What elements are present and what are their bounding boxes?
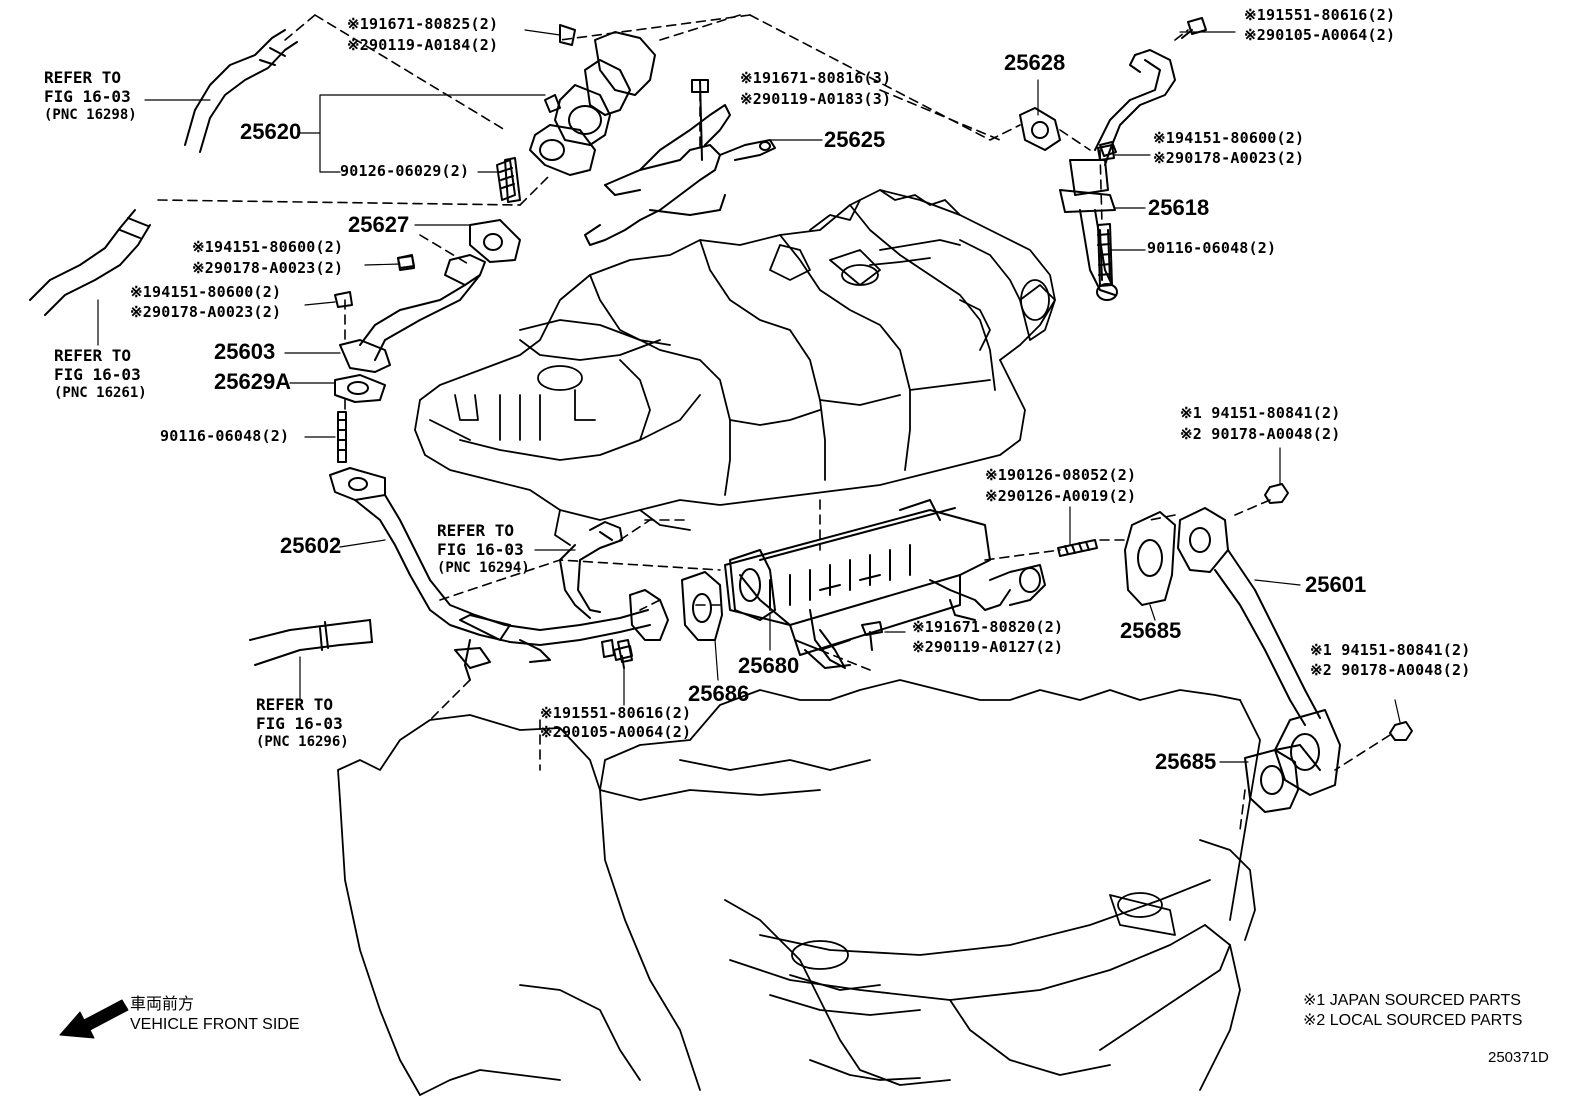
egr-cooler xyxy=(725,500,1045,668)
code-90126-a0019[interactable]: ※290126-A0019(2) xyxy=(985,487,1137,505)
egr-pipe-right xyxy=(1178,508,1340,795)
code-90178-a0023-left-b[interactable]: ※290178-A0023(2) xyxy=(130,303,282,321)
code-91671-80816[interactable]: ※191671-80816(3) xyxy=(740,69,892,87)
intake-manifold xyxy=(415,190,1055,545)
code-91551-80616-bottom[interactable]: ※191551-80616(2) xyxy=(540,704,692,722)
part-25680[interactable]: 25680 xyxy=(738,653,800,678)
code-90178-a0023-right[interactable]: ※290178-A0023(2) xyxy=(1153,149,1305,167)
part-25603[interactable]: 25603 xyxy=(214,339,276,364)
ref-16298: REFER TO FIG 16-03 (PNC 16298) xyxy=(44,68,137,123)
code-90178-a0023-left-a[interactable]: ※290178-A0023(2) xyxy=(192,259,344,277)
engine-block-outline xyxy=(338,680,1260,1095)
front-side-en: VEHICLE FRONT SIDE xyxy=(130,1016,300,1033)
part-25627[interactable]: 25627 xyxy=(348,212,410,237)
code-90178-a0048-upper[interactable]: ※2 90178-A0048(2) xyxy=(1180,425,1341,443)
front-side-jp: 車両前方 xyxy=(130,994,195,1013)
ref-16294: REFER TO FIG 16-03 (PNC 16294) xyxy=(437,521,530,576)
code-94151-80841-upper[interactable]: ※1 94151-80841(2) xyxy=(1180,404,1341,422)
dashed-guide-lines xyxy=(158,15,1390,830)
egr-pipe-lower-left xyxy=(330,468,668,680)
code-90116-06048-left[interactable]: 90116-06048(2) xyxy=(160,427,290,445)
part-25685-upper[interactable]: 25685 xyxy=(1120,618,1182,643)
code-90178-a0048-lower[interactable]: ※2 90178-A0048(2) xyxy=(1310,661,1471,679)
legend-japan: ※1 JAPAN SOURCED PARTS xyxy=(1303,992,1521,1009)
front-arrow-icon xyxy=(60,1000,128,1038)
part-25602[interactable]: 25602 xyxy=(280,533,342,558)
part-25620[interactable]: 25620 xyxy=(240,119,302,144)
code-94151-80600-right[interactable]: ※194151-80600(2) xyxy=(1153,129,1305,147)
part-25618[interactable]: 25618 xyxy=(1148,195,1210,220)
ref-16296: REFER TO FIG 16-03 (PNC 16296) xyxy=(256,695,349,750)
code-90119-a0183[interactable]: ※290119-A0183(3) xyxy=(740,90,892,108)
code-90116-06048-right[interactable]: 90116-06048(2) xyxy=(1147,239,1277,257)
ref-16261: REFER TO FIG 16-03 (PNC 16261) xyxy=(54,346,147,401)
code-90105-a0064-bottom[interactable]: ※290105-A0064(2) xyxy=(540,723,692,741)
leader-lines xyxy=(98,30,1400,762)
part-25625[interactable]: 25625 xyxy=(824,127,886,152)
egr-valve xyxy=(530,25,655,175)
code-90119-a0184[interactable]: ※290119-A0184(2) xyxy=(347,36,499,54)
code-90126-06029[interactable]: 90126-06029(2) xyxy=(340,162,470,180)
part-25686[interactable]: 25686 xyxy=(688,681,750,706)
code-94151-80600-left-b[interactable]: ※194151-80600(2) xyxy=(130,283,282,301)
code-91671-80820[interactable]: ※191671-80820(2) xyxy=(912,618,1064,636)
code-94151-80600-left-a[interactable]: ※194151-80600(2) xyxy=(192,238,344,256)
code-91551-80616-top[interactable]: ※191551-80616(2) xyxy=(1244,6,1396,24)
part-25601[interactable]: 25601 xyxy=(1305,572,1367,597)
part-25685-lower[interactable]: 25685 xyxy=(1155,749,1217,774)
gaskets xyxy=(682,512,1298,812)
part-25629a[interactable]: 25629A xyxy=(214,369,292,394)
hoses xyxy=(30,30,622,665)
code-90105-a0064-top[interactable]: ※290105-A0064(2) xyxy=(1244,26,1396,44)
egr-pipe-left-upper xyxy=(335,158,520,462)
part-25628[interactable]: 25628 xyxy=(1004,50,1066,75)
code-94151-80841-lower[interactable]: ※1 94151-80841(2) xyxy=(1310,641,1471,659)
code-90119-a0127[interactable]: ※290119-A0127(2) xyxy=(912,638,1064,656)
code-90126-08052[interactable]: ※190126-08052(2) xyxy=(985,466,1137,484)
bracket xyxy=(585,80,775,245)
figure-id: 250371D xyxy=(1488,1049,1549,1066)
legend-local: ※2 LOCAL SOURCED PARTS xyxy=(1303,1012,1523,1029)
egr-pipe-upper-right xyxy=(1020,18,1206,300)
code-91671-80825[interactable]: ※191671-80825(2) xyxy=(347,15,499,33)
fasteners xyxy=(398,142,1412,740)
